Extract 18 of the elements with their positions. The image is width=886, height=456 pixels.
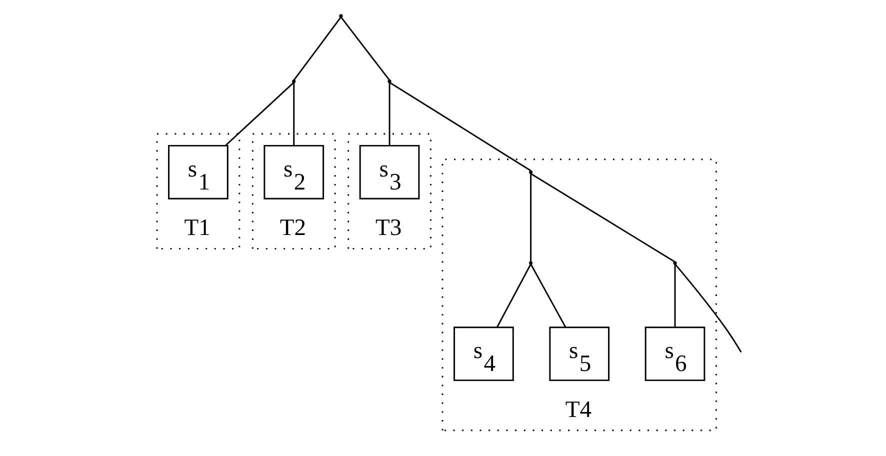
node-point <box>292 79 296 83</box>
connector <box>388 81 531 171</box>
connector <box>496 263 531 327</box>
node-point <box>672 260 676 264</box>
connector <box>530 172 675 262</box>
connector <box>530 173 532 262</box>
node-point <box>528 170 532 174</box>
connector <box>292 82 294 145</box>
node-point <box>528 260 532 264</box>
connector <box>674 263 742 352</box>
node-point <box>338 14 342 18</box>
connector <box>388 82 390 145</box>
connector <box>340 16 390 80</box>
connector <box>292 16 341 80</box>
connector <box>224 81 294 146</box>
connector <box>530 263 566 327</box>
node-point <box>387 79 391 83</box>
connector <box>674 264 676 327</box>
